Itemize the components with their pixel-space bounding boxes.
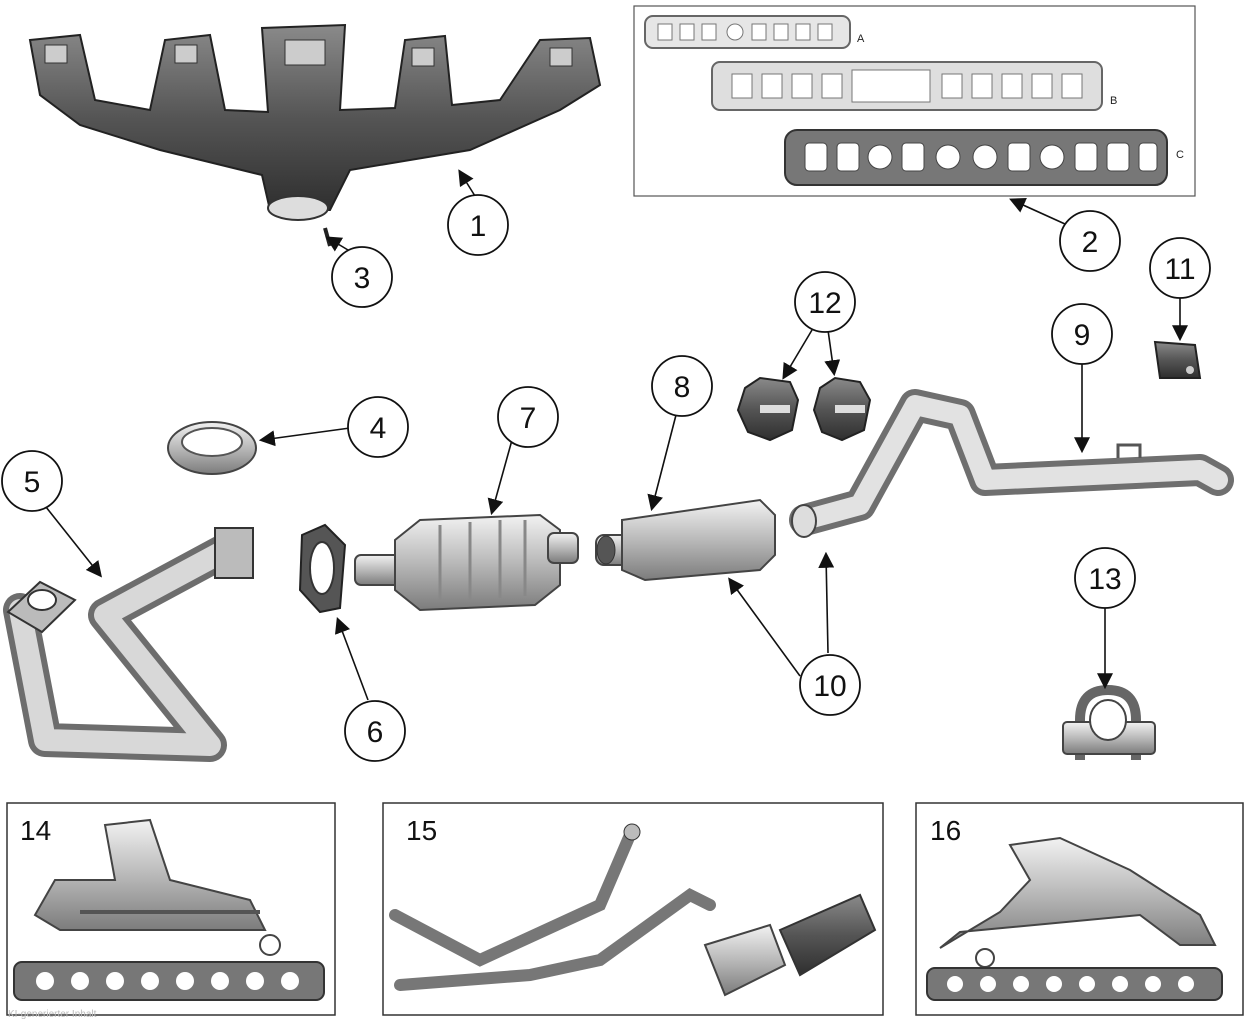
svg-text:5: 5 bbox=[24, 466, 41, 499]
watermark: KI-generierter Inhalt bbox=[8, 1009, 97, 1020]
rubber-isolator-part-12-left bbox=[736, 376, 800, 442]
gasket-variant-a-label: A bbox=[857, 33, 865, 45]
svg-text:12: 12 bbox=[808, 287, 841, 320]
svg-text:2: 2 bbox=[1082, 226, 1099, 259]
callout-9: 9 bbox=[1051, 303, 1113, 365]
callout-12: 12 bbox=[794, 271, 856, 333]
kit-14-label: 14 bbox=[20, 815, 51, 846]
callout-7: 7 bbox=[497, 386, 559, 448]
kit-14-header bbox=[33, 818, 281, 956]
svg-text:3: 3 bbox=[354, 262, 371, 295]
kit-15-converter bbox=[703, 923, 787, 997]
svg-text:7: 7 bbox=[520, 402, 537, 435]
bushing-part-11 bbox=[1153, 340, 1202, 379]
callout-13: 13 bbox=[1074, 547, 1136, 609]
callout-5: 5 bbox=[1, 450, 63, 512]
kit-15-panel: 15 bbox=[382, 802, 884, 1016]
kit-16-gasket bbox=[926, 967, 1223, 1001]
svg-text:1: 1 bbox=[470, 210, 487, 243]
gasket-variant-b bbox=[711, 61, 1103, 111]
callout-1: 1 bbox=[447, 194, 509, 256]
donut-gasket-part-4 bbox=[167, 421, 257, 475]
kit-16-label: 16 bbox=[930, 815, 961, 846]
svg-text:10: 10 bbox=[813, 670, 846, 703]
callout-6: 6 bbox=[344, 700, 406, 762]
gasket-variant-b-label: B bbox=[1110, 95, 1117, 107]
callout-3: 3 bbox=[331, 246, 393, 308]
gasket-variant-a bbox=[644, 15, 851, 49]
leader-lines bbox=[41, 169, 1188, 701]
u-clamp-part-13 bbox=[1062, 684, 1156, 760]
kit-15-label: 15 bbox=[406, 815, 437, 846]
kit-14-panel: 14 bbox=[6, 802, 336, 1016]
y-pipe-part-5 bbox=[3, 527, 254, 762]
gasket-variant-c bbox=[784, 129, 1168, 186]
svg-text:9: 9 bbox=[1074, 319, 1091, 352]
callout-10: 10 bbox=[799, 654, 861, 716]
kit-14-gasket bbox=[13, 961, 325, 1001]
svg-text:4: 4 bbox=[370, 412, 387, 445]
svg-text:11: 11 bbox=[1164, 253, 1195, 286]
gasket-variant-c-label: C bbox=[1176, 149, 1184, 161]
flange-gasket-part-6 bbox=[298, 523, 347, 614]
kit-15-pipes bbox=[389, 823, 716, 991]
callout-2: 2 bbox=[1059, 210, 1121, 272]
kit-15-muffler bbox=[778, 893, 877, 977]
tailpipe-part-9 bbox=[789, 389, 1234, 538]
muffler-part-8 bbox=[595, 498, 776, 582]
kit-16-panel: 16 bbox=[915, 802, 1244, 1016]
svg-text:8: 8 bbox=[674, 371, 691, 404]
callout-11: 11 bbox=[1149, 237, 1211, 299]
callout-4: 4 bbox=[347, 396, 409, 458]
rubber-isolator-part-12-right bbox=[812, 376, 872, 442]
stud-part-3 bbox=[323, 227, 332, 247]
catalytic-converter-part-7 bbox=[354, 513, 579, 612]
callout-8: 8 bbox=[651, 355, 713, 417]
svg-text:13: 13 bbox=[1088, 563, 1121, 596]
exhaust-manifold-part-1 bbox=[28, 23, 602, 221]
svg-text:6: 6 bbox=[367, 716, 384, 749]
